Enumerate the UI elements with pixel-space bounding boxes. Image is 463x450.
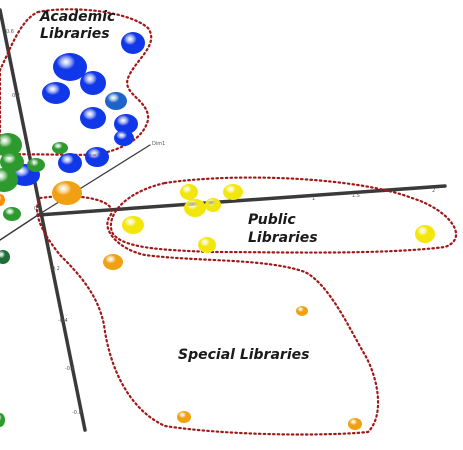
other-data-point — [52, 142, 68, 154]
vertical-tick-label: 0.6 — [6, 29, 14, 35]
horizontal-axis — [36, 184, 447, 217]
vertical-axis — [0, 8, 87, 432]
vertical-tick-label: -0.2 — [50, 266, 60, 272]
vertical-tick-label: -0.6 — [65, 366, 75, 372]
public-data-point — [198, 237, 216, 253]
group-outlines — [0, 8, 458, 436]
data-points — [0, 32, 435, 430]
special-data-point — [103, 254, 123, 270]
public-libraries-outline — [109, 176, 458, 254]
horizontal-tick-label: 2 — [432, 188, 435, 194]
other-data-point — [0, 413, 5, 427]
academic-data-point — [121, 32, 145, 54]
group-labels: Academic Libraries Public Libraries Spec… — [39, 9, 318, 363]
academic-data-point — [80, 71, 106, 95]
vertical-tick-label: -0.4 — [58, 318, 68, 324]
academic-libraries-outline — [0, 8, 153, 157]
special-libraries-outline — [36, 195, 380, 436]
special-libraries-label: Special Libraries — [178, 347, 309, 363]
academic-data-point — [53, 53, 87, 81]
public-data-point — [205, 198, 221, 212]
academic-data-point — [114, 114, 138, 134]
special-data-point — [177, 411, 191, 423]
public-libraries-label-line2: Libraries — [248, 230, 318, 246]
axes: Dim1 0.6 0.2 0 -0.2 -0.4 -0.6 -0.8 1 1.5… — [0, 8, 447, 432]
academic-data-point — [114, 130, 134, 146]
academic-data-point — [80, 107, 106, 129]
depth-axis — [0, 214, 39, 241]
other-data-point — [27, 158, 45, 172]
academic-data-point — [105, 92, 127, 110]
other-data-point — [0, 168, 18, 192]
vertical-tick-label: -0.8 — [72, 410, 82, 416]
academic-libraries-label-line2: Libraries — [40, 26, 110, 42]
special-data-point — [0, 194, 5, 206]
public-data-point — [223, 184, 243, 200]
horizontal-tick-label: 1 — [312, 196, 315, 202]
special-data-point — [296, 306, 308, 316]
other-data-point — [0, 152, 24, 172]
special-data-point — [52, 181, 82, 205]
public-data-point — [180, 184, 198, 200]
public-data-point — [415, 225, 435, 243]
academic-data-point — [58, 153, 82, 173]
public-data-point — [184, 199, 206, 217]
other-data-point — [0, 133, 22, 157]
dim1-axis — [37, 144, 151, 216]
academic-libraries-label-line1: Academic — [39, 9, 116, 25]
special-data-point — [348, 418, 362, 430]
public-libraries-label-line1: Public — [248, 212, 296, 228]
academic-data-point — [42, 82, 70, 104]
vertical-tick-label: 0.2 — [12, 93, 20, 99]
horizontal-tick-label: 1.5 — [352, 193, 360, 199]
other-data-point — [0, 250, 10, 264]
dim1-axis-label: Dim1 — [152, 141, 165, 147]
other-data-point — [3, 207, 21, 221]
vertical-tick-label: 0 — [34, 206, 37, 212]
public-data-point — [122, 216, 144, 234]
academic-data-point — [85, 147, 109, 167]
